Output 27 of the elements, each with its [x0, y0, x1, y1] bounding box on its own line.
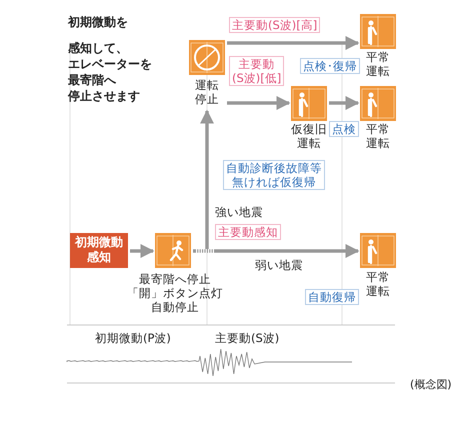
arrow — [227, 96, 290, 110]
note-text: (概念図) — [410, 378, 452, 392]
arrow — [207, 244, 360, 258]
node-caption: 運転停止 — [194, 78, 220, 106]
arrow — [130, 244, 154, 258]
node-caption: 平常運転 — [365, 270, 391, 298]
edge-label: 弱い地震 — [255, 258, 303, 272]
arrow — [227, 36, 360, 50]
wave-label: 主要動(S波) — [215, 331, 280, 345]
edge-label: 主要動(S波)[低] — [229, 56, 284, 86]
node-caption: 仮復旧運転 — [290, 122, 328, 150]
edge-label: 主要動(S波)[高] — [229, 17, 320, 33]
note-label: 主要動感知 — [215, 224, 281, 240]
node-caption: 平常運転 — [365, 50, 391, 78]
wave-label: 初期微動(P波) — [95, 331, 171, 345]
note-label: 自動診断後故障等無ければ仮復帰 — [223, 160, 325, 190]
note-label: 自動復帰 — [305, 289, 359, 305]
node-caption: 平常運転 — [365, 122, 391, 150]
description-text: 感知して、エレベーターを最寄階へ停止させます — [68, 40, 152, 104]
edge-label: 点検 — [329, 121, 359, 137]
warning-box: 初期微動感知 — [70, 233, 128, 268]
arrow — [329, 96, 360, 110]
heading-text: 初期微動を — [68, 15, 128, 29]
note-label: 点検･復帰 — [300, 58, 360, 74]
edge-label: 強い地震 — [215, 205, 263, 219]
node-caption: 最寄階へ停止「開」ボタン点灯自動停止 — [126, 272, 224, 314]
arrow — [193, 110, 214, 253]
